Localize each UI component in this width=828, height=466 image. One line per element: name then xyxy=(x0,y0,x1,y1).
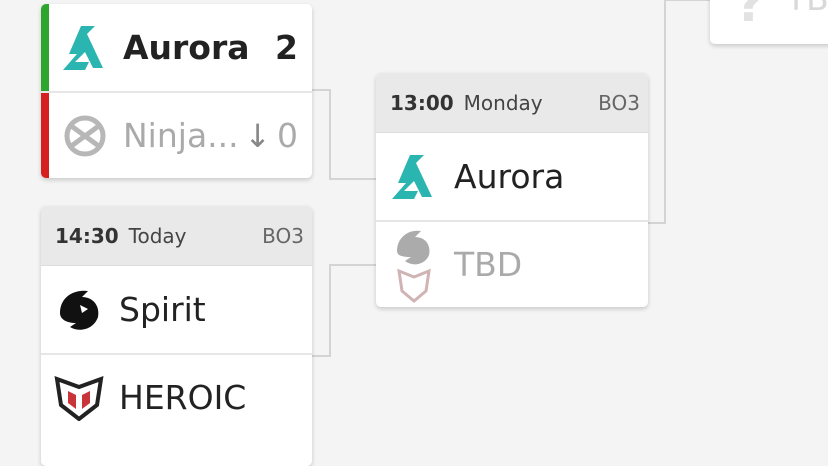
team-row-winner[interactable]: Aurora 2 xyxy=(41,4,312,91)
team-row[interactable]: HEROIC xyxy=(41,353,312,440)
eliminated-arrow-icon: ↓ xyxy=(244,116,271,155)
match-card-spirit-vs-heroic[interactable]: 14:30 Today BO3 Spirit HEROIC xyxy=(41,206,312,466)
team-name: TBD xyxy=(454,245,523,284)
match-time: 14:30 xyxy=(55,223,119,248)
question-mark-icon: ? xyxy=(735,0,765,33)
team-name: Ninja... xyxy=(123,116,239,155)
team-row[interactable]: Spirit xyxy=(41,266,312,353)
match-time: 13:00 xyxy=(390,90,454,115)
team-name: Aurora xyxy=(123,28,250,67)
team-row-loser[interactable]: Ninja... ↓ 0 xyxy=(41,91,312,178)
team-name: Spirit xyxy=(119,290,206,329)
team-row[interactable]: TBD xyxy=(376,220,648,307)
match-card-aurora-vs-tbd[interactable]: 13:00 Monday BO3 Aurora TBD xyxy=(376,73,648,307)
loser-indicator xyxy=(41,93,49,178)
spirit-heroic-placeholder-logo xyxy=(388,225,440,305)
match-format: BO3 xyxy=(598,90,640,115)
team-score: 0 xyxy=(277,116,298,155)
ninjas-in-pyjamas-logo xyxy=(59,110,111,162)
team-name: Aurora xyxy=(454,157,565,196)
match-card-aurora-vs-ninjas[interactable]: Aurora 2 Ninja... ↓ 0 xyxy=(41,4,312,178)
team-name: HEROIC xyxy=(119,378,247,417)
heroic-logo xyxy=(53,372,105,424)
match-header: 14:30 Today BO3 xyxy=(41,206,312,266)
match-header: 13:00 Monday BO3 xyxy=(376,73,648,133)
match-format: BO3 xyxy=(262,223,304,248)
match-card-next-round[interactable]: ? TB xyxy=(710,0,828,44)
team-row[interactable]: Aurora xyxy=(376,133,648,220)
match-day: Today xyxy=(128,223,187,248)
aurora-logo xyxy=(388,151,440,203)
aurora-logo xyxy=(59,22,111,74)
team-score: 2 xyxy=(275,28,298,67)
spirit-logo xyxy=(53,284,105,336)
team-name: TB xyxy=(786,0,828,18)
team-row[interactable]: ? TB xyxy=(710,0,828,44)
match-day: Monday xyxy=(463,90,543,115)
winner-indicator xyxy=(41,4,49,91)
